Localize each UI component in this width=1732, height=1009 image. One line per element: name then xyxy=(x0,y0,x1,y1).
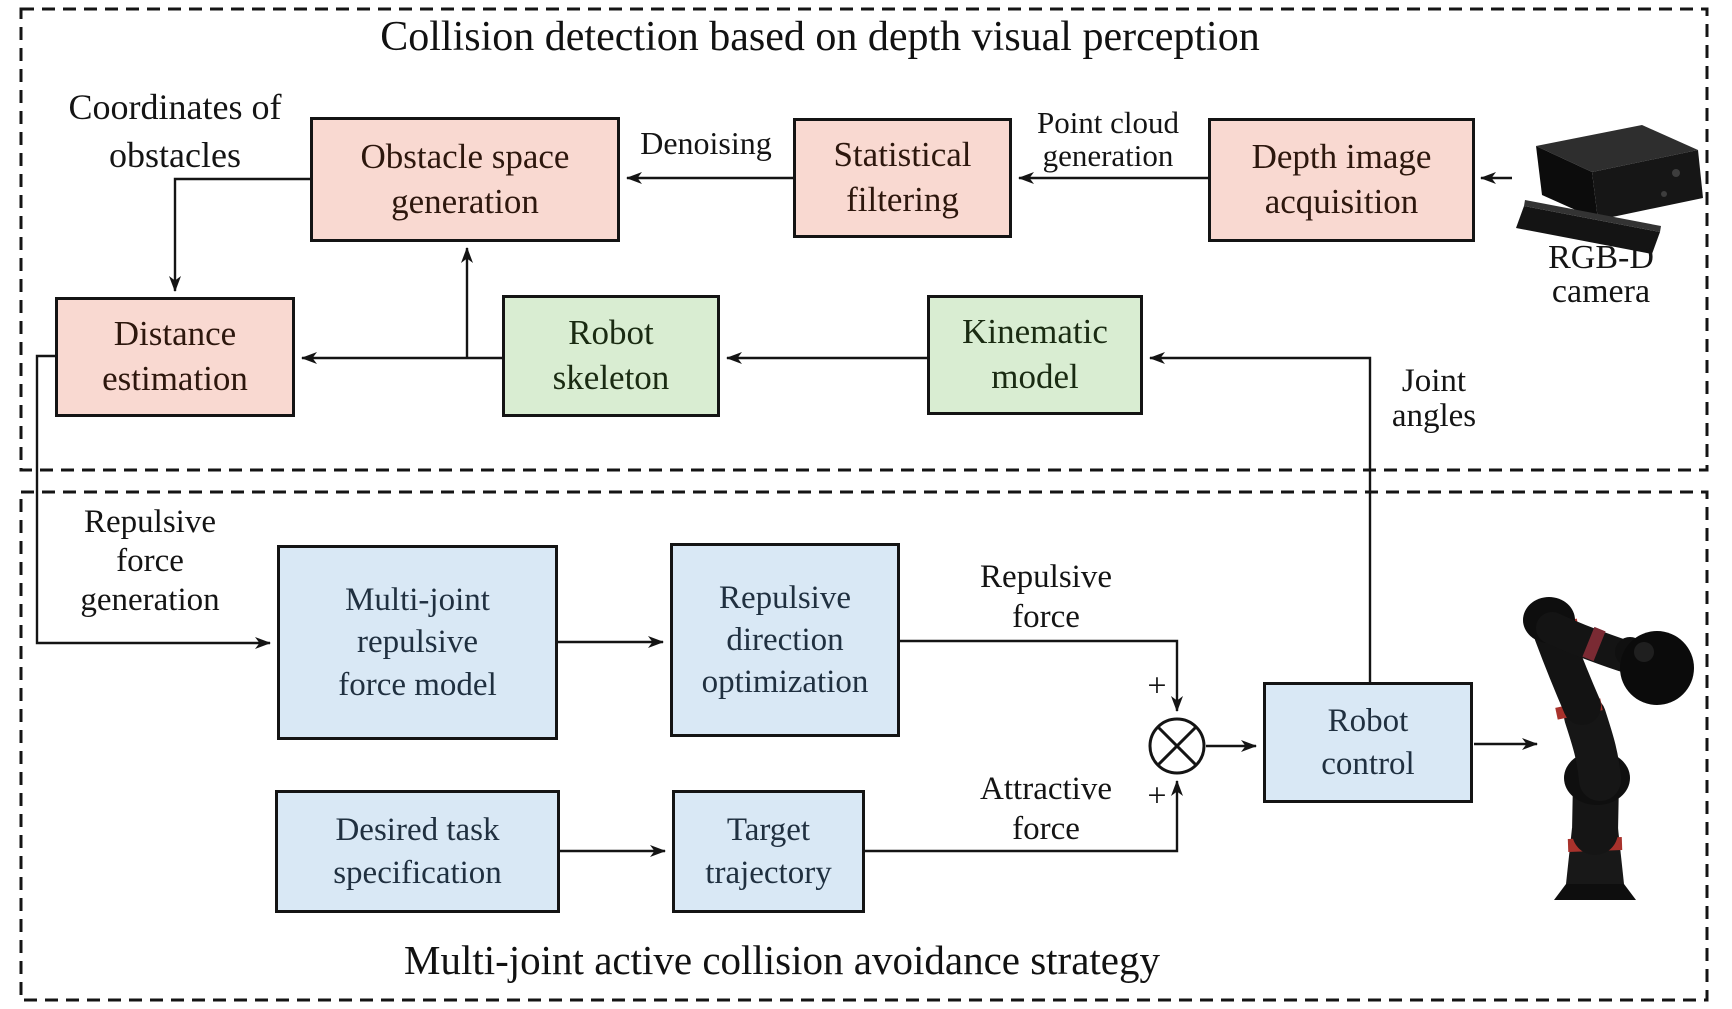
node-distance-estimation: Distance estimation xyxy=(55,297,295,417)
node-robot-control: Robot control xyxy=(1263,682,1473,803)
robot-arm-image xyxy=(1523,597,1694,900)
top-section-border xyxy=(19,7,1709,472)
label-plus-repulsive: + xyxy=(1147,667,1167,705)
node-robot-skeleton: Robot skeleton xyxy=(502,295,720,417)
label-plus-attractive: + xyxy=(1147,777,1167,815)
node-multi-joint-repulsive-force-model: Multi-joint repulsive force model xyxy=(277,545,558,740)
label-denoising: Denoising xyxy=(640,125,772,161)
label-point-cloud-generation: Point cloud generation xyxy=(1036,105,1180,174)
arrow-repulsive-force-to-sum xyxy=(900,639,1183,712)
top-section-title: Collision detection based on depth visua… xyxy=(380,14,1260,60)
label-attractive-force: Attractive force xyxy=(980,771,1112,848)
label-coordinates-of-obstacles: Coordinates of obstacles xyxy=(68,87,282,175)
node-depth-image-acquisition: Depth image acquisition xyxy=(1208,118,1475,242)
node-target-trajectory: Target trajectory xyxy=(672,790,865,913)
node-kinematic-model: Kinematic model xyxy=(927,295,1143,415)
arrow-obstacle-to-distance-estimation xyxy=(169,177,310,292)
rgbd-camera-image xyxy=(1516,125,1703,254)
label-joint-angles: Joint angles xyxy=(1391,363,1477,435)
node-statistical-filtering: Statistical filtering xyxy=(793,118,1012,238)
bottom-section-title: Multi-joint active collision avoidance s… xyxy=(403,937,1161,983)
label-repulsive-force-generation: Repulsive force generation xyxy=(80,504,220,618)
arrow-distance-to-multijoint-model xyxy=(35,354,271,649)
label-rgbd-camera: RGB-D camera xyxy=(1548,239,1654,310)
node-repulsive-direction-optimization: Repulsive direction optimization xyxy=(670,543,900,737)
node-desired-task-specification: Desired task specification xyxy=(275,790,560,913)
label-repulsive-force: Repulsive force xyxy=(980,559,1112,636)
bottom-section-border xyxy=(19,490,1709,1002)
arrow-attractive-force-to-sum xyxy=(865,780,1183,853)
node-obstacle-space-generation: Obstacle space generation xyxy=(310,117,620,242)
arrow-joint-angles-to-kinematic xyxy=(1149,352,1372,682)
sum-junction xyxy=(1148,717,1206,775)
